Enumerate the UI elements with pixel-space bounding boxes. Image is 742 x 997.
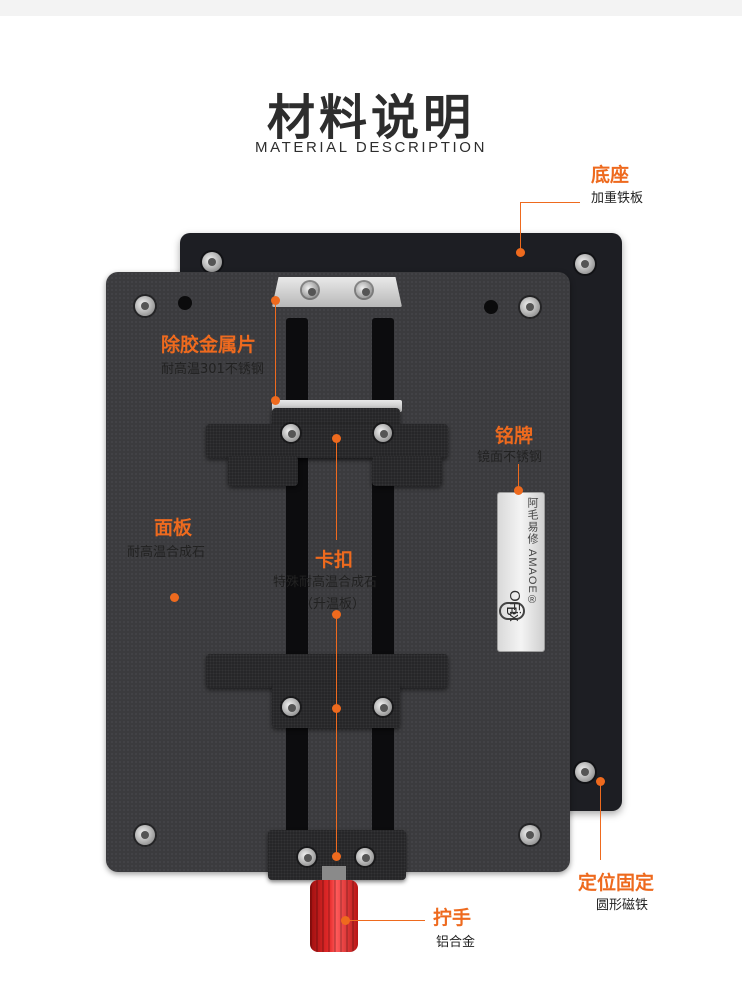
panel-hole-right xyxy=(484,300,498,314)
clip-upper-screw-left xyxy=(282,424,300,442)
top-strip xyxy=(0,0,742,16)
callout-nameplate-dot xyxy=(514,486,523,495)
callout-magnet-desc: 圆形磁铁 xyxy=(596,898,649,913)
nameplate-model: OFix xyxy=(506,590,523,622)
glue-removal-blade xyxy=(272,277,402,307)
slider-screw-left xyxy=(298,848,316,866)
slider-screw-right xyxy=(356,848,374,866)
knob-ridges xyxy=(310,880,358,952)
callout-nameplate-title: 铭牌 xyxy=(495,425,534,447)
callout-base-line-h xyxy=(520,202,580,203)
callout-clip-dot-2 xyxy=(332,610,341,619)
callout-blade-dot-top xyxy=(271,296,280,305)
blade-screw-left xyxy=(302,282,318,298)
front-panel xyxy=(106,272,570,872)
panel-screw-top-left xyxy=(135,296,155,316)
callout-nameplate-line xyxy=(518,464,519,488)
callout-nameplate-desc: 镜面不锈钢 xyxy=(477,450,543,465)
callout-clip-line-lower xyxy=(336,614,337,854)
panel-screw-bottom-right xyxy=(520,825,540,845)
base-magnet-top-right xyxy=(575,254,595,274)
panel-hole-left xyxy=(178,296,192,310)
panel-screw-top-right xyxy=(520,297,540,317)
callout-clip-title: 卡扣 xyxy=(315,549,354,571)
callout-clip-dot-4 xyxy=(332,852,341,861)
clip-upper-left-leg xyxy=(228,456,298,486)
callout-knob-dot xyxy=(341,916,350,925)
callout-panel-desc: 耐高温合成石 xyxy=(127,545,206,560)
callout-panel-dot xyxy=(170,593,179,602)
page-title: 材料说明 xyxy=(266,90,475,146)
callout-base-line-v xyxy=(520,202,521,250)
clip-lower-arms xyxy=(206,654,448,688)
callout-blade-dot-bottom xyxy=(271,396,280,405)
callout-clip-dot-3 xyxy=(332,704,341,713)
callout-clip-desc: 特殊耐高温合成石 xyxy=(273,575,378,590)
page-subtitle: MATERIAL DESCRIPTION xyxy=(254,139,488,156)
blade-screw-right xyxy=(356,282,372,298)
red-knob xyxy=(310,880,358,952)
clip-upper-screw-right xyxy=(374,424,392,442)
callout-magnet-dot xyxy=(596,777,605,786)
callout-blade-line xyxy=(275,300,276,400)
nameplate-brand: 阿毛易修 AMAOE® xyxy=(526,497,538,607)
clip-upper-arms xyxy=(206,424,448,458)
callout-clip-dot-1 xyxy=(332,434,341,443)
nameplate: 阿毛易修 AMAOE® xyxy=(497,492,545,652)
callout-clip-line-upper xyxy=(336,440,337,540)
callout-base-desc: 加重铁板 xyxy=(591,191,644,206)
callout-magnet-line xyxy=(600,782,601,860)
clip-upper-right-leg xyxy=(372,456,442,486)
clip-lower-screw-right xyxy=(374,698,392,716)
clip-lower-screw-left xyxy=(282,698,300,716)
callout-magnet-title: 定位固定 xyxy=(578,872,655,894)
callout-base-title: 底座 xyxy=(591,164,630,186)
knob-shaft xyxy=(322,866,346,884)
base-magnet-bottom-right xyxy=(575,762,595,782)
callout-panel-title: 面板 xyxy=(154,517,193,539)
base-magnet-top-left xyxy=(202,252,222,272)
callout-base-dot xyxy=(516,248,525,257)
callout-knob-title: 拧手 xyxy=(433,907,472,929)
callout-clip-note: （升温板） xyxy=(300,597,366,612)
callout-knob-desc: 铝合金 xyxy=(436,935,476,950)
panel-screw-bottom-left xyxy=(135,825,155,845)
callout-blade-desc: 耐高温301不锈钢 xyxy=(161,362,264,377)
callout-knob-line xyxy=(345,920,425,921)
callout-blade-title: 除胶金属片 xyxy=(161,334,257,356)
